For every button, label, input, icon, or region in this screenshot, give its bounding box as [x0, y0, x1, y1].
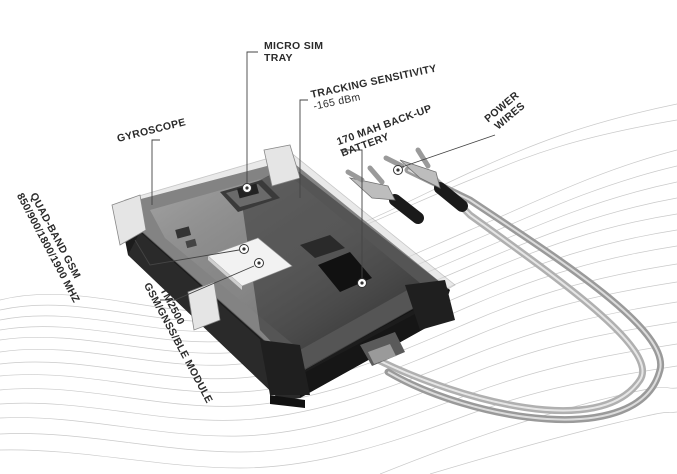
tracking-line1: TRACKING SENSITIVITY	[310, 63, 438, 101]
wire-sleeve-left	[389, 194, 424, 224]
micro-sim-line2: TRAY	[264, 52, 293, 64]
callout-markers	[239, 165, 403, 288]
leader-lines	[134, 51, 496, 301]
power-wires	[345, 147, 665, 423]
cable-gland	[360, 332, 405, 366]
label-power: POWER WIRES	[482, 89, 527, 132]
gyroscope-text: GYROSCOPE	[116, 116, 187, 145]
fork-terminal-right	[383, 147, 441, 189]
label-micro-sim: MICRO SIM TRAY	[264, 40, 323, 64]
gsm-gnss-ble-module	[207, 237, 293, 290]
micro-sim-line1: MICRO SIM	[264, 40, 323, 52]
label-gyroscope: GYROSCOPE	[116, 116, 187, 145]
label-battery: 170 MAH BACK-UP BATTERY	[335, 103, 433, 160]
wire-sleeve-right	[434, 182, 468, 212]
label-gsm: QUAD-BAND GSM 850/900/1800/1900 MHZ	[14, 191, 83, 305]
fork-terminal-left	[345, 165, 396, 201]
micro-sim-tray	[220, 180, 280, 212]
corner-clips	[111, 144, 455, 408]
tracker-device	[111, 144, 456, 408]
